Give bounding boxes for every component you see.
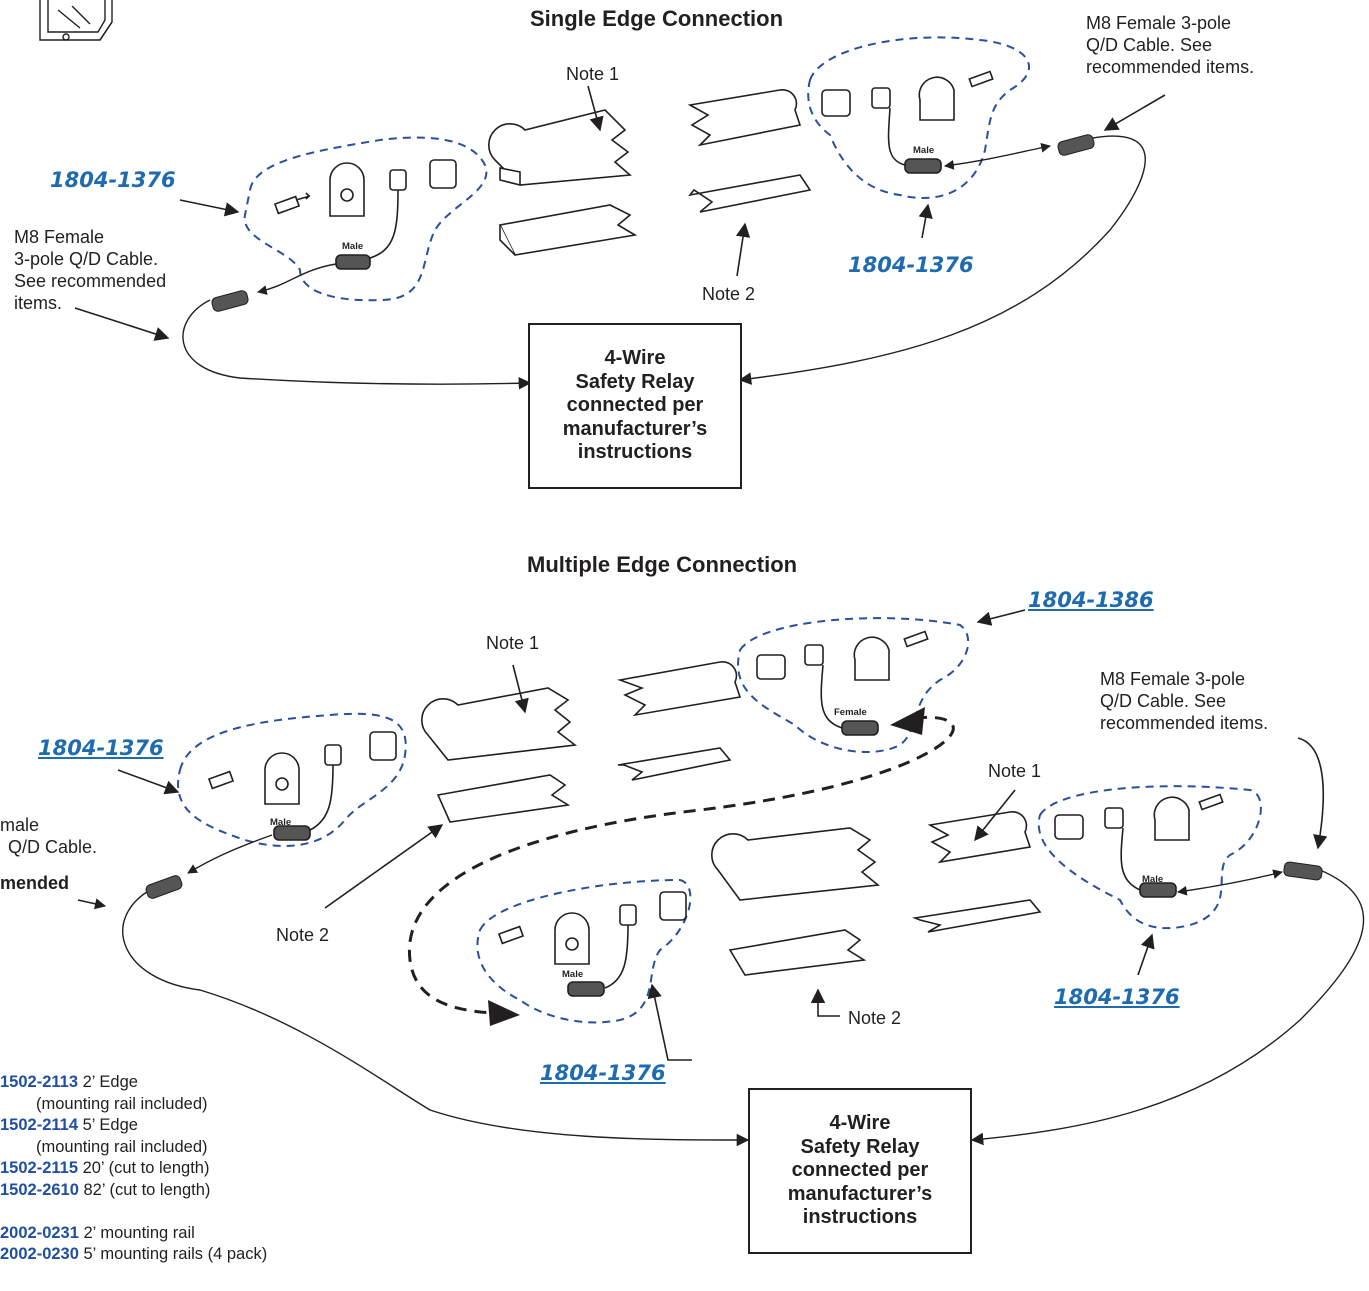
single-left-group-outline [243, 136, 488, 302]
single-safety-relay-box: 4-Wire Safety Relay connected per manufa… [528, 323, 742, 489]
single-left-parts [273, 159, 457, 270]
multi-bottom-part-number[interactable]: 1804-1376 [540, 1061, 666, 1085]
single-right-part-number[interactable]: 1804-1376 [848, 253, 974, 277]
single-cable-plugs [211, 134, 1095, 312]
single-left-male-label: Male [342, 241, 364, 252]
single-rail-left [498, 204, 638, 256]
edge-profile-thumbnail [39, 0, 113, 41]
single-right-male-label: Male [913, 145, 935, 156]
multi-left-part-number[interactable]: 1804-1376 [38, 736, 164, 760]
multi-note1-label-b: Note 1 [988, 761, 1042, 781]
item-row: 1502-2113 2’ Edge [0, 1073, 138, 1091]
multi-edges [421, 660, 1042, 976]
multi-note2-label-b: Note 2 [848, 1008, 902, 1028]
recommended-items-list: 1502-2113 2’ Edge (mounting rail include… [0, 1072, 267, 1266]
item-row [0, 1202, 267, 1223]
single-edge-title: Single Edge Connection [530, 6, 784, 31]
multi-safety-relay-box: 4-Wire Safety Relay connected per manufa… [748, 1088, 972, 1254]
multi-cables [122, 834, 1365, 1147]
item-row: 2002-0230 5’ mounting rails (4 pack) [0, 1245, 268, 1264]
item-row: (mounting rail included) [36, 1137, 208, 1156]
multi-note2-label-a: Note 2 [276, 925, 330, 945]
single-note2-label: Note 2 [702, 284, 756, 304]
item-row: 1502-2114 5’ Edge [0, 1116, 138, 1135]
multi-bottom-male-label: Male [562, 969, 584, 980]
multi-female-label: Female [834, 707, 867, 718]
multi-top-part-number[interactable]: 1804-1386 [1028, 588, 1154, 612]
multi-right-male-label: Male [1142, 874, 1164, 885]
single-edge-left [488, 109, 632, 187]
multi-pointer-arrows [77, 609, 1328, 1061]
multi-left-cable-note: male Q/D Cable. mended [0, 815, 98, 893]
multi-right-cable-note: M8 Female 3-pole Q/D Cable. See recommen… [1100, 669, 1269, 733]
multiple-edge-title: Multiple Edge Connection [527, 552, 798, 577]
single-pointer-arrows [74, 85, 1166, 341]
item-row: (mounting rail included) [36, 1094, 208, 1113]
single-cables [182, 135, 1146, 390]
multi-cable-plugs [145, 861, 1323, 899]
single-rail-right [688, 174, 812, 213]
single-note1-label: Note 1 [566, 64, 620, 84]
single-left-part-number[interactable]: 1804-1376 [50, 168, 176, 192]
single-right-group-outline [807, 36, 1031, 199]
multi-group-outlines [177, 617, 1262, 1024]
multi-note1-label-a: Note 1 [486, 633, 540, 653]
single-left-cable-note: M8 Female 3-pole Q/D Cable. See recommen… [14, 227, 167, 313]
multi-jumper-arrowheads [488, 707, 925, 1026]
item-row: 2002-0231 2’ mounting rail [0, 1223, 195, 1242]
item-row: 1502-2115 20’ (cut to length) [0, 1159, 210, 1178]
single-right-cable-note: M8 Female 3-pole Q/D Cable. See recommen… [1086, 13, 1255, 77]
multi-left-male-label: Male [270, 817, 292, 828]
item-row: 1502-2610 82’ (cut to length) [0, 1180, 211, 1199]
multi-right-part-number[interactable]: 1804-1376 [1054, 985, 1180, 1009]
multi-jumper-cable [407, 715, 955, 1015]
single-edge-right [687, 88, 802, 147]
multi-parts [207, 630, 1224, 997]
single-right-parts [821, 70, 994, 174]
